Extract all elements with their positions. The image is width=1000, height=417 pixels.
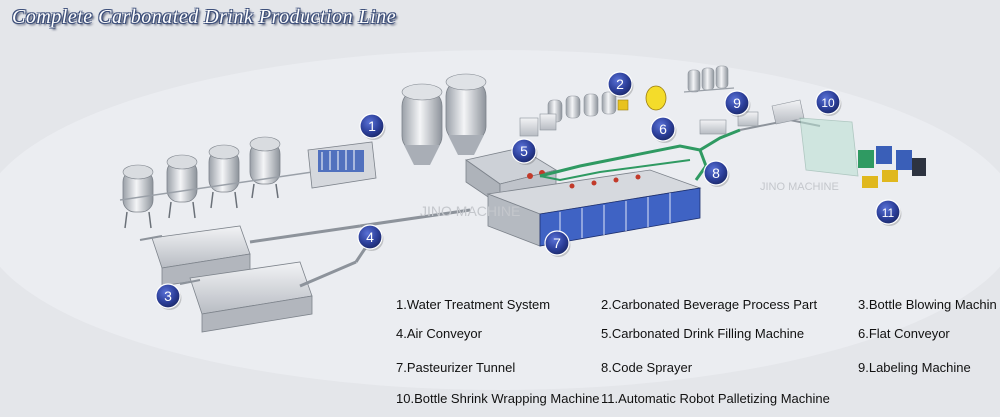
- legend-item-5: 5.Carbonated Drink Filling Machine: [601, 326, 805, 341]
- marker-number: 10: [821, 96, 835, 110]
- watermark-text-2: JINO MACHINE: [760, 181, 839, 193]
- labeling-and-wrapping: [699, 99, 859, 177]
- marker-6: 6: [650, 116, 677, 143]
- marker-9: 9: [724, 90, 751, 117]
- legend-item-4: 4.Air Conveyor: [396, 326, 482, 341]
- marker-10: 10: [815, 89, 842, 116]
- pasteurizer-tunnel: [486, 169, 702, 247]
- marker-3: 3: [155, 283, 182, 310]
- process-tanks: [519, 65, 735, 137]
- palletizing-area: [858, 146, 926, 188]
- marker-number: 11: [882, 206, 895, 220]
- marker-8: 8: [703, 160, 730, 187]
- marker-number: 9: [733, 95, 741, 111]
- legend-item-8: 8.Code Sprayer: [601, 360, 693, 375]
- marker-number: 5: [520, 143, 528, 159]
- marker-5: 5: [511, 138, 538, 165]
- legend-item-11: 11.Automatic Robot Palletizing Machine: [601, 391, 830, 406]
- ro-filter-unit: [307, 141, 377, 189]
- marker-number: 7: [553, 235, 561, 251]
- marker-number: 4: [366, 229, 374, 245]
- marker-4: 4: [357, 224, 384, 251]
- legend-item-2: 2.Carbonated Beverage Process Part: [601, 297, 818, 312]
- diagram-title: Complete Carbonated Drink Production Lin…: [12, 6, 397, 28]
- marker-number: 6: [659, 121, 667, 137]
- marker-number: 1: [368, 118, 376, 134]
- marker-number: 8: [712, 165, 720, 181]
- legend-item-1: 1.Water Treatment System: [396, 297, 551, 312]
- water-treatment-tanks: [119, 136, 341, 229]
- legend-item-9: 9.Labeling Machine: [858, 360, 971, 375]
- bottle-blowing-machines: [139, 225, 313, 333]
- legend-item-7: 7.Pasteurizer Tunnel: [396, 360, 516, 375]
- legend-item-3: 3.Bottle Blowing Machin: [858, 297, 997, 312]
- legend-item-6: 6.Flat Conveyor: [858, 326, 950, 341]
- marker-2: 2: [607, 71, 634, 98]
- storage-tanks: [401, 73, 487, 165]
- marker-number: 2: [616, 76, 624, 92]
- marker-number: 3: [164, 288, 172, 304]
- marker-7: 7: [544, 230, 571, 257]
- watermark-text: JINO MACHINE: [420, 203, 520, 219]
- legend-item-10: 10.Bottle Shrink Wrapping Machine: [396, 391, 600, 406]
- marker-11: 11: [875, 199, 902, 226]
- marker-1: 1: [359, 113, 386, 140]
